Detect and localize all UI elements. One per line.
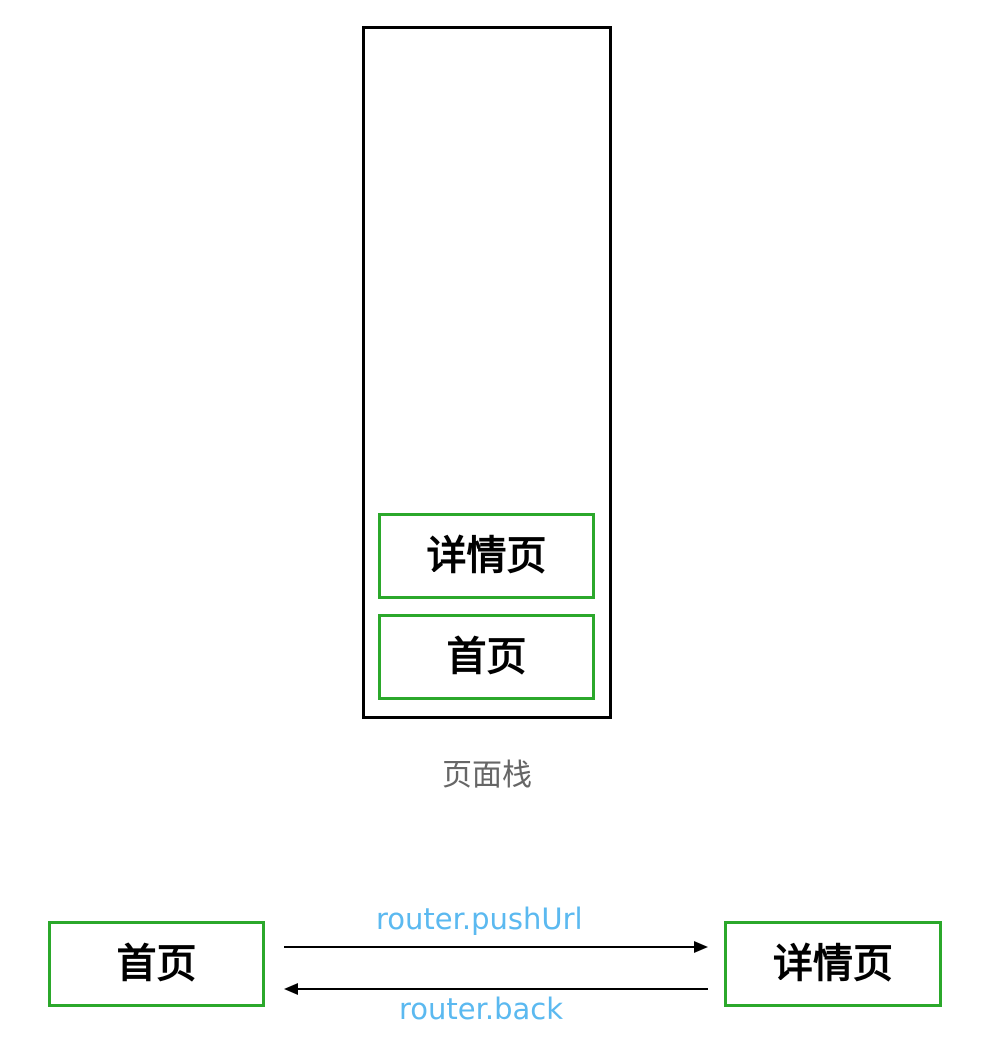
forward-arrow bbox=[284, 941, 708, 953]
back-arrow bbox=[284, 983, 708, 995]
stack-caption: 页面栈 bbox=[442, 758, 532, 793]
push-url-label: router.pushUrl bbox=[376, 902, 583, 936]
back-label: router.back bbox=[399, 992, 564, 1026]
stack-page-detail: 详情页 bbox=[378, 513, 595, 599]
flow-node-detail: 详情页 bbox=[724, 921, 942, 1007]
page-stack-container bbox=[362, 26, 612, 719]
stack-page-detail-label: 详情页 bbox=[426, 533, 547, 579]
flow-node-home-label: 首页 bbox=[116, 941, 197, 987]
flow-node-detail-label: 详情页 bbox=[773, 941, 893, 987]
stack-page-home-label: 首页 bbox=[446, 634, 527, 680]
stack-page-home: 首页 bbox=[378, 614, 595, 700]
flow-node-home: 首页 bbox=[48, 921, 265, 1007]
